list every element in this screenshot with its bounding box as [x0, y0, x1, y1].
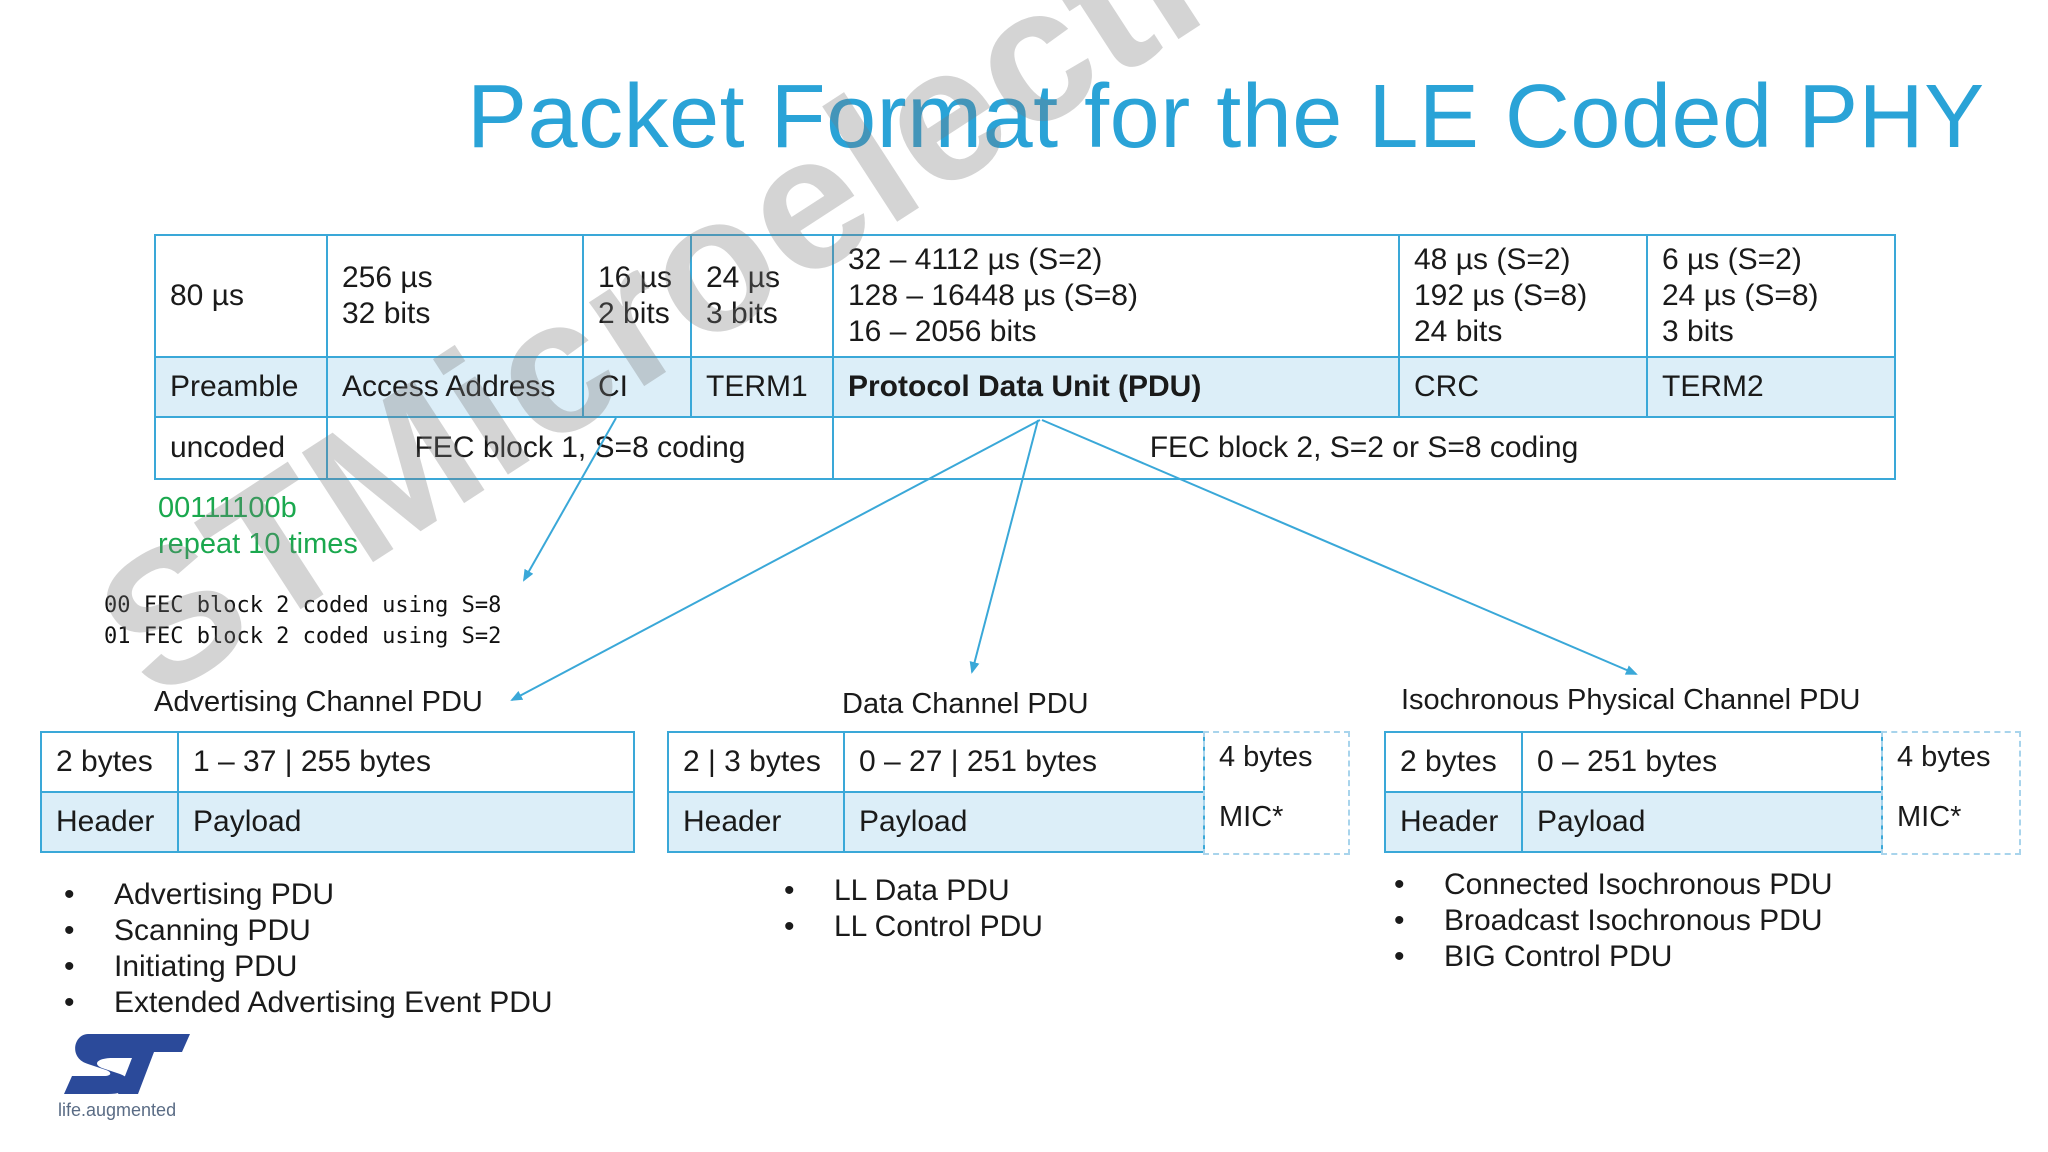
- list-item: BIG Control PDU: [1394, 939, 1833, 975]
- coding-fec-block-2: FEC block 2, S=2 or S=8 coding: [832, 416, 1896, 480]
- timing-term2: 6 µs (S=2) 24 µs (S=8) 3 bits: [1646, 234, 1896, 358]
- advertising-pdu-title: Advertising Channel PDU: [154, 686, 483, 718]
- field-term2: TERM2: [1646, 356, 1896, 418]
- isochronous-header-size: 2 bytes: [1384, 731, 1523, 793]
- list-item: Scanning PDU: [64, 913, 553, 949]
- timing-preamble: 80 µs: [154, 234, 328, 358]
- list-item: Connected Isochronous PDU: [1394, 867, 1833, 903]
- advertising-pdu-list: Advertising PDU Scanning PDU Initiating …: [64, 877, 553, 1021]
- advertising-header-size: 2 bytes: [40, 731, 179, 793]
- list-item: LL Data PDU: [784, 873, 1043, 909]
- timing-crc: 48 µs (S=2) 192 µs (S=8) 24 bits: [1398, 234, 1648, 358]
- advertising-payload-size: 1 – 37 | 255 bytes: [177, 731, 635, 793]
- field-preamble: Preamble: [154, 356, 328, 418]
- isochronous-payload: Payload: [1521, 791, 1883, 853]
- data-mic-label: MIC*: [1219, 801, 1284, 833]
- data-payload: Payload: [843, 791, 1205, 853]
- isochronous-pdu-table: 2 bytes 0 – 251 bytes Header Payload: [1384, 731, 1883, 853]
- coding-fec-block-1: FEC block 1, S=8 coding: [326, 416, 834, 480]
- coding-uncoded: uncoded: [154, 416, 328, 480]
- data-pdu-table: 2 | 3 bytes 0 – 27 | 251 bytes Header Pa…: [667, 731, 1205, 853]
- isochronous-mic-box: 4 bytes MIC*: [1881, 731, 2021, 855]
- data-pdu-list: LL Data PDU LL Control PDU: [784, 873, 1043, 945]
- coding-row: uncoded FEC block 1, S=8 coding FEC bloc…: [154, 416, 1896, 480]
- field-ci: CI: [582, 356, 692, 418]
- timing-access-address: 256 µs 32 bits: [326, 234, 584, 358]
- preamble-pattern: 00111100b: [158, 492, 297, 524]
- list-item: LL Control PDU: [784, 909, 1043, 945]
- data-mic-size: 4 bytes: [1219, 741, 1313, 773]
- isochronous-pdu-title: Isochronous Physical Channel PDU: [1401, 684, 1861, 716]
- field-row: Preamble Access Address CI TERM1 Protoco…: [154, 356, 1896, 418]
- list-item: Advertising PDU: [64, 877, 553, 913]
- field-access-address: Access Address: [326, 356, 584, 418]
- advertising-pdu-table: 2 bytes 1 – 37 | 255 bytes Header Payloa…: [40, 731, 635, 853]
- preamble-repeat: repeat 10 times: [158, 528, 358, 560]
- st-logo-icon: [64, 1034, 190, 1094]
- advertising-header: Header: [40, 791, 179, 853]
- ci-note: 00 FEC block 2 coded using S=8 01 FEC bl…: [104, 593, 502, 649]
- packet-format-table: 80 µs 256 µs 32 bits 16 µs 2 bits 24 µs …: [154, 234, 1896, 480]
- preamble-note: 00111100b repeat 10 times: [158, 490, 358, 562]
- advertising-payload: Payload: [177, 791, 635, 853]
- isochronous-payload-size: 0 – 251 bytes: [1521, 731, 1883, 793]
- data-mic-box: 4 bytes MIC*: [1203, 731, 1350, 855]
- list-item: Initiating PDU: [64, 949, 553, 985]
- timing-pdu: 32 – 4112 µs (S=2) 128 – 16448 µs (S=8) …: [832, 234, 1400, 358]
- timing-row: 80 µs 256 µs 32 bits 16 µs 2 bits 24 µs …: [154, 234, 1896, 358]
- field-crc: CRC: [1398, 356, 1648, 418]
- data-header-size: 2 | 3 bytes: [667, 731, 845, 793]
- isochronous-mic-label: MIC*: [1897, 801, 1962, 833]
- page-title: Packet Format for the LE Coded PHY: [467, 67, 1985, 167]
- list-item: Broadcast Isochronous PDU: [1394, 903, 1833, 939]
- isochronous-pdu-list: Connected Isochronous PDU Broadcast Isoc…: [1394, 867, 1833, 975]
- timing-ci: 16 µs 2 bits: [582, 234, 692, 358]
- field-term1: TERM1: [690, 356, 834, 418]
- list-item: Extended Advertising Event PDU: [64, 985, 553, 1021]
- data-pdu-title: Data Channel PDU: [842, 688, 1089, 720]
- field-pdu: Protocol Data Unit (PDU): [832, 356, 1400, 418]
- data-payload-size: 0 – 27 | 251 bytes: [843, 731, 1205, 793]
- isochronous-mic-size: 4 bytes: [1897, 741, 1991, 773]
- logo-tagline: life.augmented: [58, 1100, 177, 1120]
- isochronous-header: Header: [1384, 791, 1523, 853]
- data-header: Header: [667, 791, 845, 853]
- timing-term1: 24 µs 3 bits: [690, 234, 834, 358]
